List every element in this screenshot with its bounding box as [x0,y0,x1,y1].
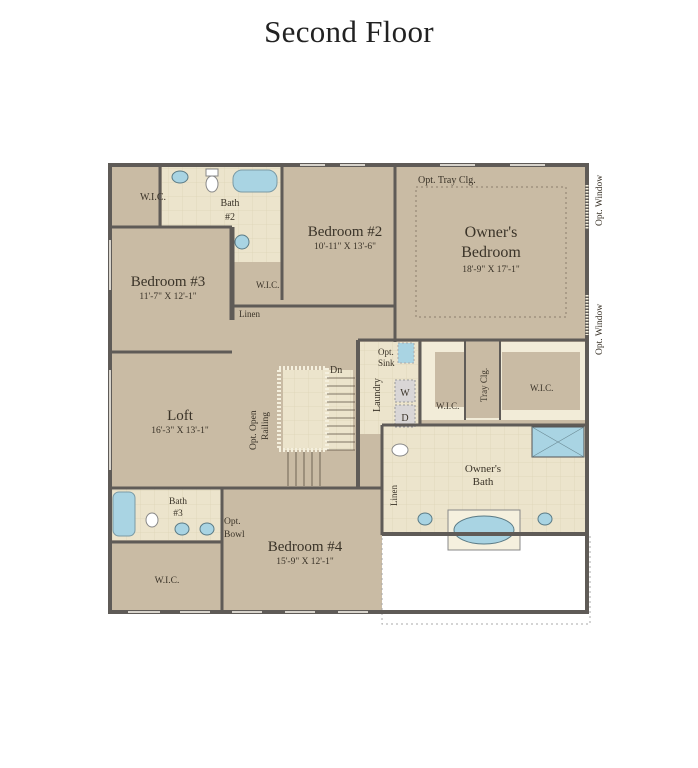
label-laundry: Laundry [372,378,383,412]
label-wic-mid: W.I.C. [256,280,279,290]
soaking-tub [453,515,515,545]
label-bath2-number: #2 [225,212,235,223]
label-bedroom4: Bedroom #4 [268,539,343,555]
sink-bath2b [234,234,250,250]
label-linen-upper: Linen [239,309,260,319]
sink-bath3b [199,522,215,536]
label-owners-bath-1: Owner's [465,463,501,475]
label-opt-bowl-1: Opt. [224,517,241,527]
label-bedroom3: Bedroom #3 [131,274,206,290]
optional-extension-outline [381,533,591,625]
label-loft: Loft [167,408,194,424]
windows [109,164,545,613]
washer [394,379,416,403]
label-owners-bath-2: Bath [473,476,494,488]
label-bath3: Bath [169,497,187,507]
dryer [394,404,416,428]
dims-bedroom4: 15'-9" X 12'-1" [276,557,334,567]
opt-sink [397,342,415,364]
label-owners-bedroom-1: Owner's [465,224,518,241]
dims-bedroom3: 11'-7" X 12'-1" [139,292,196,302]
label-stairs-down: Dn [330,365,342,376]
label-owners-wic-right: W.I.C. [530,383,553,393]
tray-ceiling-outline [415,186,567,318]
label-opt-sink-1: Opt. [378,347,394,357]
label-owners-bedroom-2: Bedroom [461,244,521,261]
label-railing-1: Opt. Open [249,410,259,450]
label-opt-sink-2: Sink [378,358,395,368]
stair-treads [287,377,355,486]
label-opt-window-upper: Opt. Window [595,175,605,226]
toilet-bath2 [205,175,219,193]
label-linen-lower: Linen [389,485,399,506]
toilet-owners [391,443,409,457]
owners-wic-right [502,352,580,410]
label-opt-bowl-2: Bowl [224,530,245,540]
sink-bath3a [174,522,190,536]
label-bath3-number: #3 [173,509,183,519]
label-wic-sw: W.I.C. [155,576,180,586]
page-title: Second Floor [264,14,434,49]
bathtub-bath2 [232,169,278,193]
sink-bath2 [171,170,189,184]
label-dryer: D [401,413,408,424]
sink-owners-right [537,512,553,526]
label-tray-ceiling: Opt. Tray Clg. [418,175,476,186]
owners-wic-left [435,352,465,407]
sink-owners-left [417,512,433,526]
bathtub-bath3 [112,491,136,537]
label-opt-window-lower: Opt. Window [595,304,605,355]
toilet-bath3 [145,512,159,528]
label-owners-wic-left: W.I.C. [436,401,459,411]
label-bedroom2: Bedroom #2 [308,224,383,240]
label-wic-nw: W.I.C. [140,192,166,203]
label-railing-2: Railing [261,412,271,440]
label-bath2: Bath [221,198,240,209]
dims-bedroom2: 10'-11" X 13'-6" [314,242,376,252]
dims-owners-bedroom: 18'-9" X 17'-1" [462,265,520,275]
label-hall-tray: Tray Clg. [479,368,489,402]
label-washer: W [400,388,410,399]
dims-loft: 16'-3" X 13'-1" [151,426,209,436]
stair-railing [277,366,329,452]
